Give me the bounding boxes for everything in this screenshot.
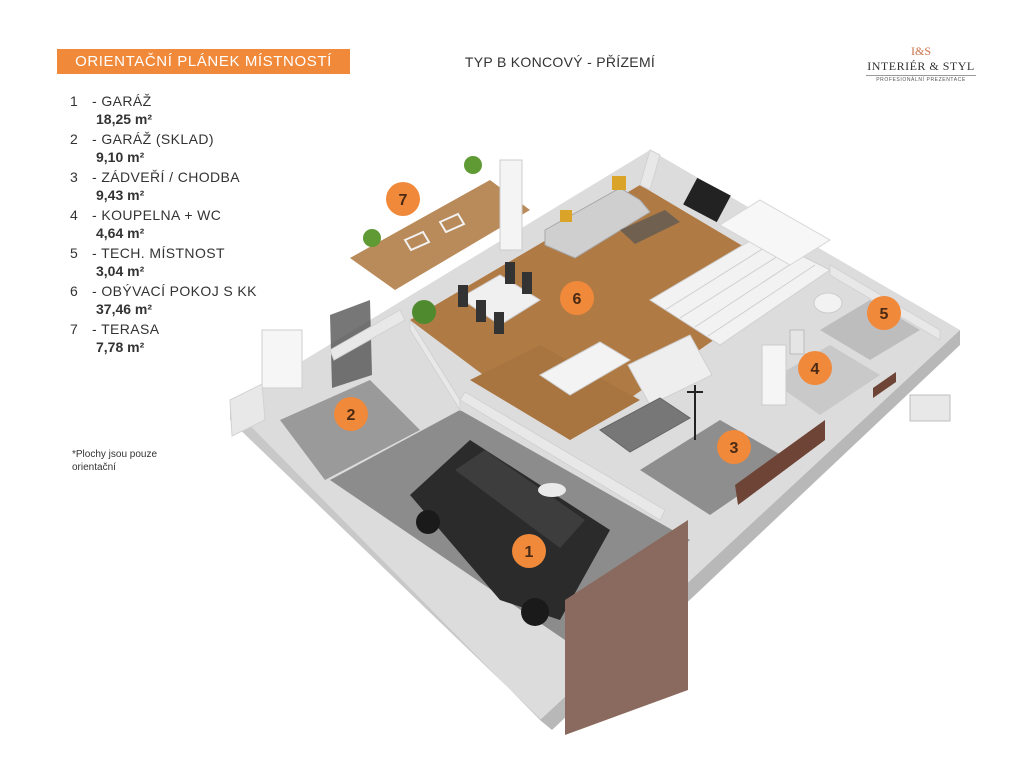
- plant: [412, 300, 436, 324]
- legend-room-name: - ZÁDVEŘÍ / CHODBA: [92, 169, 240, 185]
- legend-room-area: 37,46 m²: [96, 301, 153, 317]
- legend-item: 5 - TECH. MÍSTNOST 3,04 m²: [70, 244, 300, 280]
- legend-room-area: 4,64 m²: [96, 225, 145, 241]
- legend-room-name: - GARÁŽ (SKLAD): [92, 131, 214, 147]
- legend-item: 4 - KOUPELNA + WC 4,64 m²: [70, 206, 300, 242]
- dining-table: [459, 274, 541, 326]
- room-marker-label: 6: [573, 291, 582, 308]
- dining-chairs: [458, 262, 532, 334]
- legend-number: 4: [70, 207, 79, 223]
- logo-name: INTERIÉR & STYL: [866, 59, 976, 76]
- isometric-floor-plan: 1 2 3 4 5 6 7: [229, 149, 960, 735]
- room-marker-1: 1: [512, 534, 546, 568]
- legend-number: 3: [70, 169, 79, 185]
- sofa-pillow: [612, 176, 626, 190]
- plan-title: ORIENTAČNÍ PLÁNEK MÍSTNOSTÍ: [57, 49, 350, 74]
- boiler: [813, 292, 843, 314]
- bathroom-mirror: [789, 329, 805, 355]
- legend-room-name: - GARÁŽ: [92, 93, 152, 109]
- room-marker-label: 3: [730, 440, 739, 457]
- room-marker-2: 2: [334, 397, 368, 431]
- hallway-floor: [640, 420, 790, 515]
- legend-room-name: - KOUPELNA + WC: [92, 207, 222, 223]
- legend-item: 6 - OBÝVACÍ POKOJ S KK 37,46 m²: [70, 282, 300, 318]
- legend-item: 2 - GARÁŽ (SKLAD) 9,10 m²: [70, 130, 300, 166]
- room-legend: 1 - GARÁŽ 18,25 m² 2 - GARÁŽ (SKLAD) 9,10 …: [70, 92, 300, 358]
- room-marker-4: 4: [798, 351, 832, 385]
- tech-door: [873, 372, 896, 398]
- legend-room-name: - TECH. MÍSTNOST: [92, 245, 225, 261]
- ac-unit: [909, 394, 951, 422]
- garage-door: [565, 520, 688, 735]
- room-marker-6: 6: [560, 281, 594, 315]
- tv: [683, 177, 731, 223]
- room-marker-label: 2: [347, 407, 356, 424]
- legend-room-name: - OBÝVACÍ POKOJ S KK: [92, 283, 257, 299]
- legend-room-area: 9,43 m²: [96, 187, 145, 203]
- legend-room-area: 3,04 m²: [96, 263, 145, 279]
- legend-item: 3 - ZÁDVEŘÍ / CHODBA 9,43 m²: [70, 168, 300, 204]
- entry-door: [735, 420, 825, 505]
- plant: [464, 156, 482, 174]
- legend-item: 7 - TERASA 7,78 m²: [70, 320, 300, 356]
- brand-logo: I&S INTERIÉR & STYL PROFESIONÁLNÍ PREZEN…: [866, 44, 976, 83]
- legend-number: 6: [70, 283, 79, 299]
- room-marker-label: 5: [880, 306, 889, 323]
- terrace-chairs: [403, 212, 466, 252]
- kitchen-cabinet: [627, 334, 713, 406]
- kitchen-floor: [470, 345, 640, 440]
- room-marker-7: 7: [386, 182, 420, 216]
- legend-room-area: 18,25 m²: [96, 111, 153, 127]
- logo-tagline: PROFESIONÁLNÍ PREZENTACE: [876, 77, 966, 83]
- coat-rack: [687, 385, 703, 440]
- room-marker-3: 3: [717, 430, 751, 464]
- legend-number: 1: [70, 93, 79, 109]
- plant: [363, 229, 381, 247]
- car: [410, 440, 610, 626]
- plan-subtitle: TYP B KONCOVÝ - PŘÍZEMÍ: [464, 54, 656, 70]
- storage-door: [261, 329, 303, 389]
- coffee-table: [620, 210, 680, 244]
- upper-landing: [719, 199, 831, 266]
- fridge-island: [599, 397, 691, 453]
- terrace-floor: [350, 180, 530, 290]
- legend-room-name: - TERASA: [92, 321, 160, 337]
- legend-room-area: 7,78 m²: [96, 339, 145, 355]
- area-note: *Plochy jsou pouze orientační: [72, 449, 158, 473]
- stair-steps: [664, 242, 816, 337]
- room-marker-label: 4: [811, 361, 820, 378]
- legend-number: 2: [70, 131, 79, 147]
- room-marker-label: 1: [525, 544, 534, 561]
- logo-monogram: I&S: [910, 44, 931, 58]
- terrace-door-frame: [499, 159, 523, 251]
- legend-room-area: 9,10 m²: [96, 149, 145, 165]
- room-marker-5: 5: [867, 296, 901, 330]
- bathroom-door: [761, 344, 787, 406]
- room-marker-label: 7: [399, 192, 408, 209]
- kitchen-counter: [539, 341, 631, 396]
- sofa-pillow: [560, 210, 572, 222]
- legend-number: 5: [70, 245, 79, 261]
- legend-number: 7: [70, 321, 79, 337]
- legend-item: 1 - GARÁŽ 18,25 m²: [70, 92, 300, 128]
